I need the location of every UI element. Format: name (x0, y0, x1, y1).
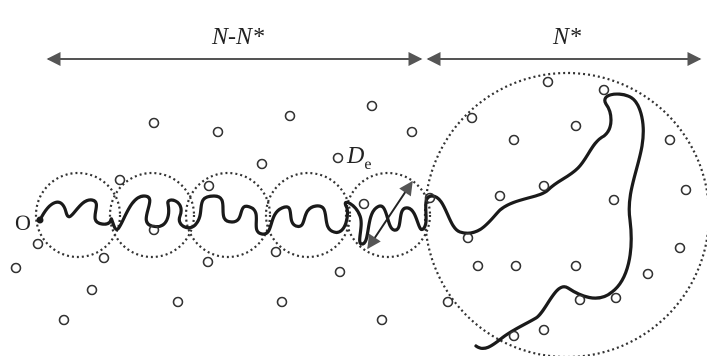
particle (510, 260, 522, 272)
particle (332, 152, 344, 164)
left-segment-label: N-N* (211, 24, 264, 50)
particle (570, 260, 582, 272)
particle (642, 268, 654, 280)
small-blob (34, 171, 122, 259)
particle (86, 284, 98, 296)
particle (610, 292, 622, 304)
particle (598, 84, 610, 96)
particle (538, 180, 550, 192)
particle (538, 324, 550, 336)
particle (10, 262, 22, 274)
particle (508, 330, 520, 342)
small-blob (108, 171, 196, 259)
particle (608, 194, 620, 206)
particle (462, 232, 474, 244)
particle (574, 294, 586, 306)
particle (366, 100, 378, 112)
particle (406, 126, 418, 138)
polymer-chain (38, 92, 645, 351)
particle (270, 246, 282, 258)
particle (674, 242, 686, 254)
blob-diameter-arrow (367, 180, 413, 250)
particle (256, 158, 268, 170)
particle (32, 238, 44, 250)
particle (334, 266, 346, 278)
particle (508, 134, 520, 146)
large-blob (423, 71, 707, 356)
scattered-particles (10, 76, 692, 342)
particle (148, 117, 160, 129)
right-segment-label: N* (552, 24, 581, 50)
particle (276, 296, 288, 308)
origin-point (36, 216, 44, 224)
particle (376, 314, 388, 326)
particle (114, 174, 126, 186)
particle (466, 112, 478, 124)
particle (494, 190, 506, 202)
particle (172, 296, 184, 308)
small-blob (184, 171, 272, 259)
particle (98, 252, 110, 264)
particle (442, 296, 454, 308)
blob-diameter-label: De (346, 143, 371, 173)
particle (424, 192, 436, 204)
particle (542, 76, 554, 88)
particle (472, 260, 484, 272)
particle (680, 184, 692, 196)
particle (212, 126, 224, 138)
origin-label: O (15, 210, 31, 235)
particle (148, 224, 160, 236)
particle (284, 110, 296, 122)
particle (358, 198, 370, 210)
particle (58, 314, 70, 326)
particle (570, 120, 582, 132)
particle (203, 180, 215, 192)
particle (664, 134, 676, 146)
small-blob (264, 171, 352, 259)
particle (202, 256, 214, 268)
